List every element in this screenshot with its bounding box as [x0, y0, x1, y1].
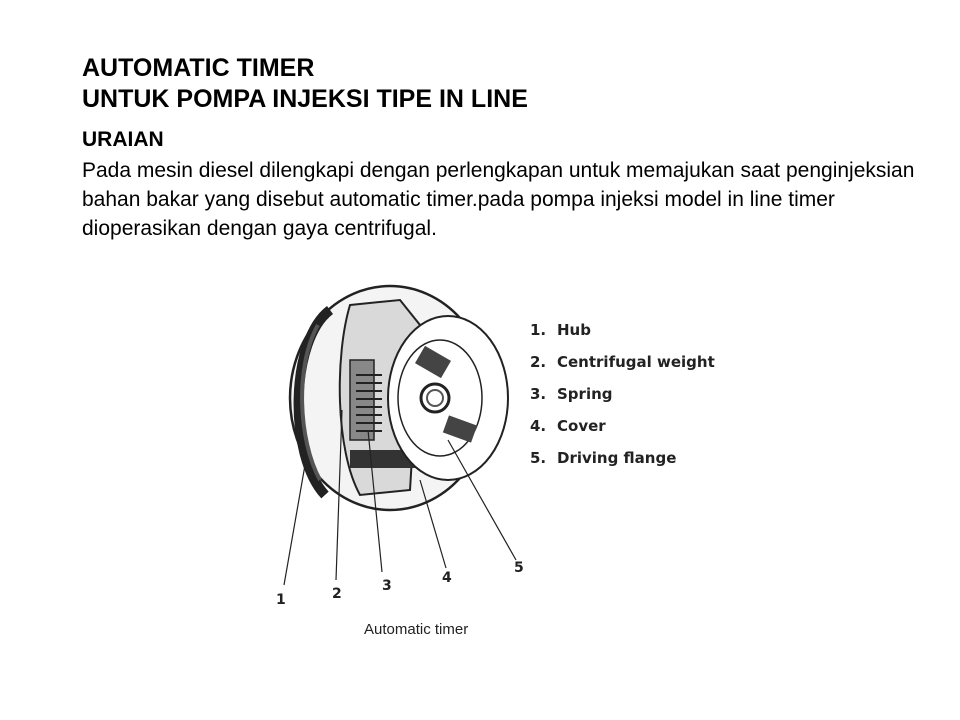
hub-bore-thread	[426, 389, 444, 407]
section-paragraph: Pada mesin diesel dilengkapi dengan perl…	[82, 159, 915, 240]
callout-5: 5	[514, 560, 524, 576]
hub-bore	[419, 382, 451, 414]
timer-housing-shadow	[300, 324, 322, 481]
flange-lug-top	[415, 345, 451, 379]
spring-coil	[356, 374, 382, 432]
legend-item: 1.Hub	[530, 321, 591, 339]
page-title: AUTOMATIC TIMER UNTUK POMPA INJEKSI TIPE…	[82, 53, 528, 115]
flange-lug-bottom	[442, 415, 478, 443]
callout-2: 2	[332, 586, 342, 602]
parts-legend: 1.Hub 2.Centrifugal weight 3.Spring 4.Co…	[530, 318, 715, 478]
callout-4: 4	[442, 570, 452, 586]
cover-plate	[350, 450, 420, 468]
callout-1: 1	[276, 592, 286, 608]
callout-3: 3	[382, 578, 392, 594]
legend-item: 3.Spring	[530, 385, 613, 403]
section-heading: URAIAN	[82, 128, 164, 151]
title-line-2: UNTUK POMPA INJEKSI TIPE IN LINE	[82, 85, 528, 113]
automatic-timer-illustration: 1 2 3 4 5	[276, 284, 524, 608]
figure-caption: Automatic timer	[364, 621, 469, 638]
title-line-1: AUTOMATIC TIMER	[82, 54, 315, 82]
legend-item: 5.Driving flange	[530, 449, 677, 467]
legend-item: 2.Centrifugal weight	[530, 353, 715, 371]
callout-leaders	[283, 409, 517, 586]
legend-item: 4.Cover	[530, 417, 606, 435]
